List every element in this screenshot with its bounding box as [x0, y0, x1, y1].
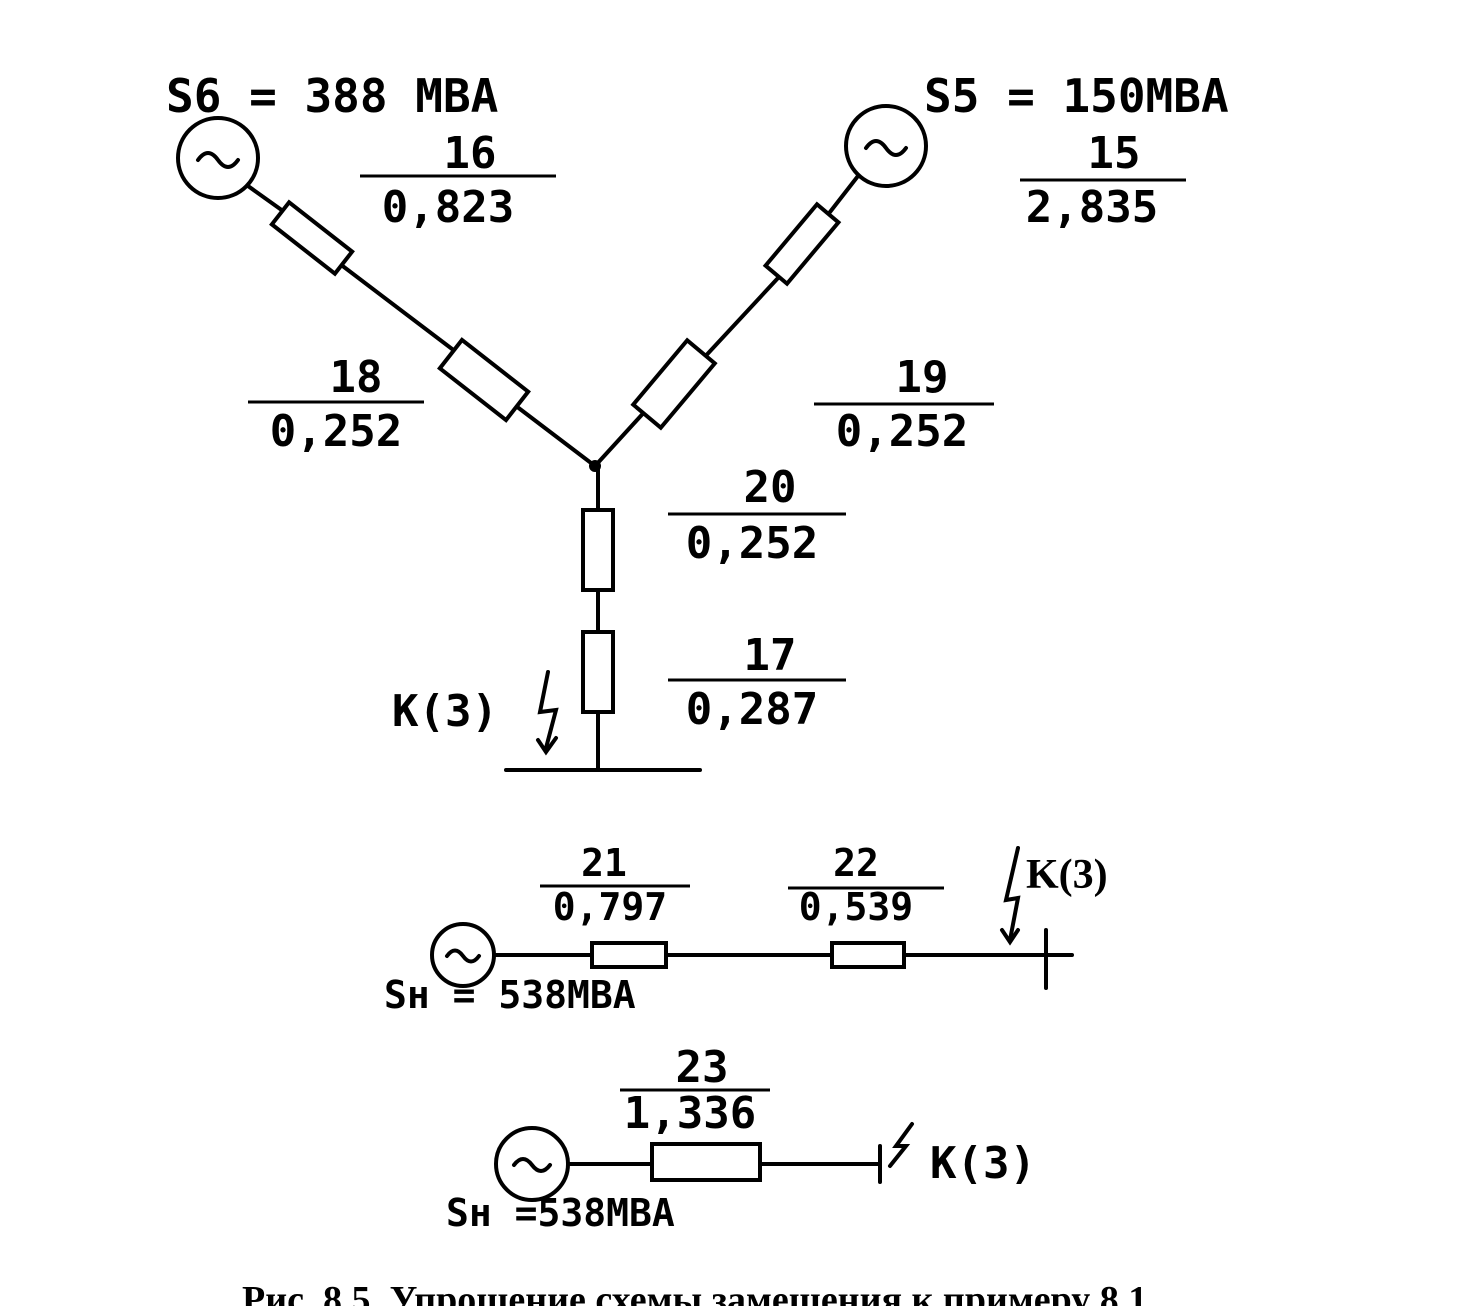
resistor-19: [630, 337, 718, 431]
x17-num: 17: [744, 630, 797, 681]
generator-s5-icon: [844, 104, 928, 188]
x23-den: 1,336: [624, 1088, 756, 1139]
x17-fraction: 17 0,287: [668, 630, 846, 735]
wire-left-2: [338, 262, 462, 357]
fault-arrow-middle-icon: [1003, 846, 1021, 942]
x20-den: 0,252: [686, 518, 818, 569]
node-junction: [589, 460, 601, 472]
x16-den: 0,823: [382, 182, 514, 233]
sn-label-middle: Sн = 538MBA: [384, 973, 636, 1017]
x20-num: 20: [744, 462, 797, 513]
x22-num: 22: [833, 841, 879, 885]
s6-label: S6 = 388 MBA: [166, 69, 498, 123]
x22-den: 0,539: [799, 885, 913, 929]
x16-fraction: 16 0,823: [360, 128, 556, 233]
x15-num: 15: [1088, 128, 1141, 179]
generator-s5-sine: [864, 139, 908, 157]
resistor-23: [650, 1142, 762, 1182]
resistor-17: [581, 630, 615, 714]
generator-middle-sine: [445, 948, 481, 964]
fault-arrow-middle-head: [1000, 928, 1020, 946]
figure-caption: Рис. 8.5. Упрощение схемы замещения к пр…: [242, 1279, 1147, 1306]
x23-fraction: 23 1,336: [620, 1042, 770, 1139]
bottom-chain: 23 1,336 K(3) Sн =538MBA: [446, 1042, 1036, 1235]
x21-fraction: 21 0,797: [540, 841, 690, 929]
x22-fraction: 22 0,539: [788, 841, 944, 929]
middle-chain: 21 0,797 22 0,539 K(3) Sн = 538MBA: [384, 841, 1108, 1017]
x19-num: 19: [896, 352, 949, 403]
x19-fraction: 19 0,252: [814, 352, 994, 457]
x21-num: 21: [581, 841, 627, 885]
wire-right-1: [828, 174, 860, 214]
resistor-20: [581, 508, 615, 592]
sn-label-bottom: Sн =538MBA: [446, 1191, 675, 1235]
x18-den: 0,252: [270, 406, 402, 457]
x20-fraction: 20 0,252: [668, 462, 846, 569]
x15-fraction: 15 2,835: [1020, 128, 1186, 233]
x17-den: 0,287: [686, 684, 818, 735]
generator-bottom-sine: [512, 1157, 552, 1173]
fault-arrow-top-icon: [537, 670, 559, 750]
x15-den: 2,835: [1026, 182, 1158, 233]
fault-arrow-bottom-icon: [888, 1122, 914, 1168]
wire-right-2: [698, 276, 780, 364]
wire-left-3: [514, 404, 597, 468]
resistor-16: [269, 199, 355, 277]
x18-num: 18: [330, 352, 383, 403]
top-y-network: S6 = 388 MBA S5 = 150MBA 16 0,823 15 2,8…: [166, 69, 1229, 772]
resistor-15: [762, 201, 842, 287]
generator-s6-sine: [196, 151, 240, 169]
fault-label-middle: K(3): [1026, 852, 1108, 898]
s5-label: S5 = 150MBA: [924, 69, 1229, 123]
generator-s6-icon: [176, 116, 260, 200]
resistor-22: [830, 941, 906, 969]
fault-label-top: K(3): [392, 686, 498, 737]
fault-arrow-top-head: [536, 736, 558, 756]
resistor-21: [590, 941, 668, 969]
x16-num: 16: [444, 128, 497, 179]
x23-num: 23: [676, 1042, 729, 1093]
wire-right-3: [593, 406, 650, 468]
x19-den: 0,252: [836, 406, 968, 457]
resistor-18: [437, 337, 531, 423]
x21-den: 0,797: [553, 885, 667, 929]
fault-label-bottom: K(3): [930, 1138, 1036, 1189]
x18-fraction: 18 0,252: [248, 352, 424, 457]
